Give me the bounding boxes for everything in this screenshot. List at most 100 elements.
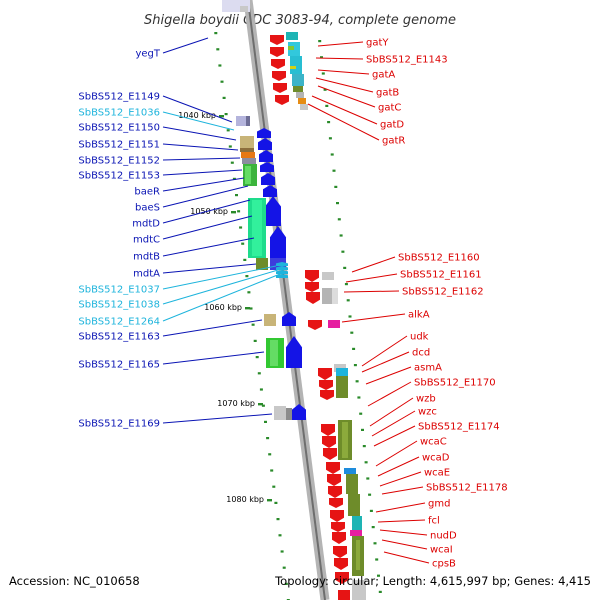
tick-mark	[334, 185, 338, 188]
tick-mark	[249, 307, 253, 310]
gene-block	[346, 474, 358, 494]
tick-mark	[214, 32, 218, 35]
tick-mark	[261, 404, 265, 407]
reverse-gene-arrow	[270, 47, 284, 57]
tick-mark	[327, 121, 331, 124]
tick-mark	[352, 347, 356, 350]
leader-line	[162, 177, 245, 192]
reverse-gene-arrow	[321, 424, 335, 436]
reverse-gene-arrow	[323, 448, 337, 460]
leader-line	[317, 69, 370, 75]
tick-mark	[224, 113, 228, 116]
tick-mark	[328, 137, 332, 140]
gene-block	[342, 422, 348, 458]
reverse-gene-arrow	[306, 292, 320, 304]
reverse-gene-arrow	[270, 35, 284, 45]
right-gene-label: nudD	[430, 531, 457, 542]
leader-line	[162, 185, 249, 208]
right-gene-label: wcaC	[420, 437, 447, 448]
reverse-gene-arrow	[318, 368, 332, 380]
leader-line	[162, 199, 251, 224]
tick-mark	[255, 356, 259, 359]
gene-block	[246, 116, 250, 126]
tick-mark	[251, 323, 255, 326]
tick-mark	[241, 242, 245, 245]
right-gene-label: gatY	[366, 38, 389, 49]
gene-block	[241, 152, 255, 158]
left-gene-label: baeS	[135, 203, 160, 214]
leader-line	[162, 413, 273, 424]
forward-gene-arrow	[270, 226, 286, 258]
leader-line	[365, 366, 412, 385]
leader-line	[315, 57, 364, 60]
leader-line	[383, 551, 430, 564]
leader-line	[162, 169, 243, 176]
gene-block	[350, 530, 362, 536]
gene-block	[240, 148, 254, 152]
left-gene-label: SbBS512_E1153	[78, 171, 160, 182]
tick-mark	[337, 218, 341, 221]
tick-mark	[237, 210, 241, 213]
right-gene-label: gatC	[378, 103, 401, 114]
reverse-gene-arrow	[329, 498, 343, 508]
leader-line	[361, 335, 408, 367]
left-gene-label: SbBS512_E1163	[78, 332, 160, 343]
tick-mark	[235, 194, 238, 197]
tick-mark	[350, 331, 354, 334]
tick-mark	[362, 445, 366, 448]
tick-mark	[270, 469, 274, 472]
forward-gene-arrow	[263, 185, 277, 197]
leader-line	[375, 502, 426, 513]
tick-mark	[378, 590, 382, 593]
left-gene-label: mdtB	[133, 252, 160, 263]
gene-block	[298, 98, 306, 104]
leader-line	[162, 37, 209, 54]
leader-line	[371, 410, 416, 437]
leader-line	[377, 519, 426, 523]
forward-gene-arrow	[259, 150, 273, 162]
tick-mark	[321, 72, 325, 75]
right-gene-label: gatD	[380, 120, 404, 131]
reverse-gene-arrow	[305, 270, 319, 282]
reverse-gene-arrow	[305, 282, 319, 292]
reverse-gene-arrow	[326, 462, 340, 474]
forward-gene-arrow	[276, 274, 288, 278]
gene-block	[288, 46, 294, 50]
right-gene-label: alkA	[408, 310, 430, 321]
tick-mark	[366, 477, 370, 480]
tick-mark	[243, 258, 247, 261]
left-gene-label: SbBS512_E1152	[78, 156, 160, 167]
leader-line	[162, 269, 279, 305]
tick-mark	[348, 315, 352, 318]
left-gene-label: SbBS512_E1038	[78, 300, 160, 311]
gene-block	[245, 166, 251, 184]
tick-mark	[344, 283, 348, 286]
tick-mark	[369, 509, 373, 512]
right-gene-label: gatR	[382, 136, 405, 147]
tick-mark	[247, 291, 251, 294]
tick-mark	[264, 420, 267, 423]
gene-block	[252, 200, 262, 256]
tick-mark	[323, 88, 327, 91]
reverse-gene-arrow	[328, 486, 342, 498]
gene-block	[356, 540, 360, 570]
forward-gene-arrow	[261, 173, 275, 185]
tick-mark	[364, 461, 368, 464]
kbp-tick	[267, 499, 272, 502]
tick-mark	[343, 266, 347, 269]
left-gene-label: SbBS512_E1165	[78, 360, 160, 371]
tick-mark	[320, 56, 323, 59]
leader-line	[379, 471, 422, 487]
gene-block	[336, 376, 348, 398]
leader-line	[381, 486, 424, 495]
gene-block	[286, 32, 298, 40]
right-gene-label: SbBS512_E1160	[398, 253, 480, 264]
tick-mark	[228, 145, 232, 148]
kbp-label: 1060 kbp	[204, 303, 242, 312]
leader-line	[375, 440, 418, 467]
forward-gene-arrow	[292, 404, 306, 420]
tick-mark	[253, 339, 257, 342]
tick-mark	[259, 388, 263, 391]
